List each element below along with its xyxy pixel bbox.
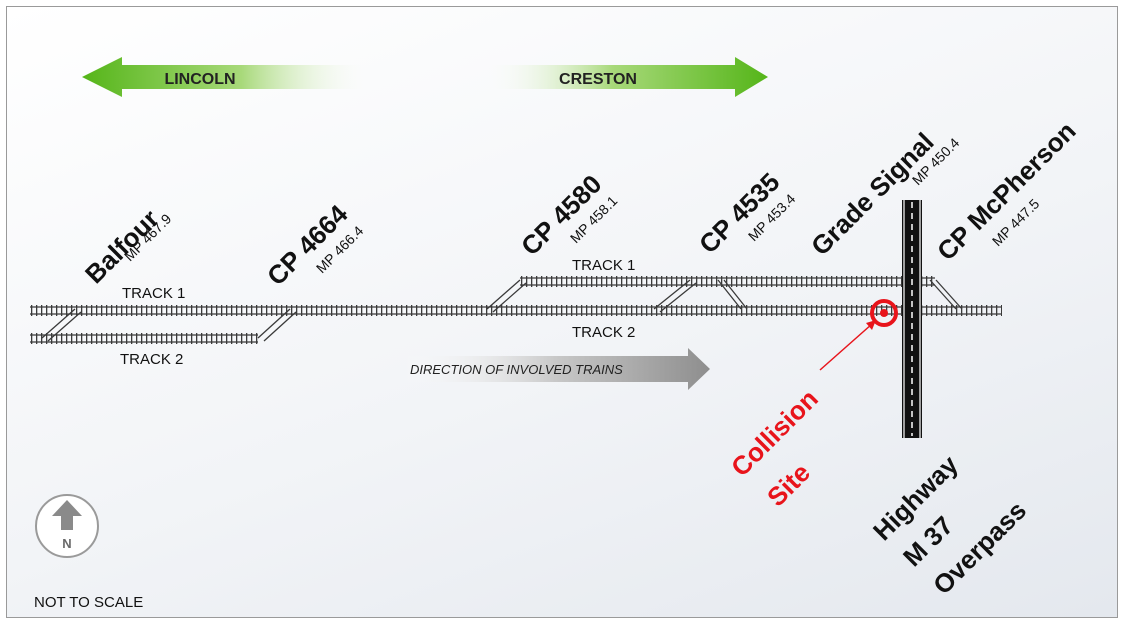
collision-line1: Collision xyxy=(725,383,824,482)
lincoln-label: LINCOLN xyxy=(164,71,235,88)
track2-east-label: TRACK 2 xyxy=(572,324,635,341)
collision-line2: Site xyxy=(761,457,816,512)
not-to-scale-note: NOT TO SCALE xyxy=(34,594,143,611)
creston-label: CRESTON xyxy=(559,71,637,88)
location-cp4664: CP 4664 MP 466.4 xyxy=(261,198,366,291)
creston-arrow: CRESTON xyxy=(485,57,768,97)
train-direction-arrow: DIRECTION OF INVOLVED TRAINS xyxy=(400,348,710,390)
collision-site-label: Collision Site xyxy=(725,383,824,512)
train-direction-label: DIRECTION OF INVOLVED TRAINS xyxy=(410,362,623,377)
location-cp4535: CP 4535 MP 453.4 xyxy=(693,167,798,259)
track-1 xyxy=(30,305,1002,316)
collision-marker xyxy=(819,299,898,371)
highway-overpass xyxy=(902,200,922,438)
highway-line3: Overpass xyxy=(927,495,1032,600)
track-2-west xyxy=(30,333,258,344)
compass-letter: N xyxy=(62,536,71,551)
track1-east-label: TRACK 1 xyxy=(572,257,635,274)
balfour-label: Balfour xyxy=(79,204,165,290)
location-balfour: Balfour MP 467.9 xyxy=(79,204,174,290)
north-compass-icon: N xyxy=(35,494,99,558)
crossovers xyxy=(41,279,963,342)
track2-west-label: TRACK 2 xyxy=(120,351,183,368)
lincoln-arrow: LINCOLN xyxy=(82,57,372,97)
track1-west-label: TRACK 1 xyxy=(122,285,185,302)
location-cp4580: CP 4580 MP 458.1 xyxy=(515,169,620,261)
highway-label: Highway M 37 Overpass xyxy=(867,449,1032,600)
